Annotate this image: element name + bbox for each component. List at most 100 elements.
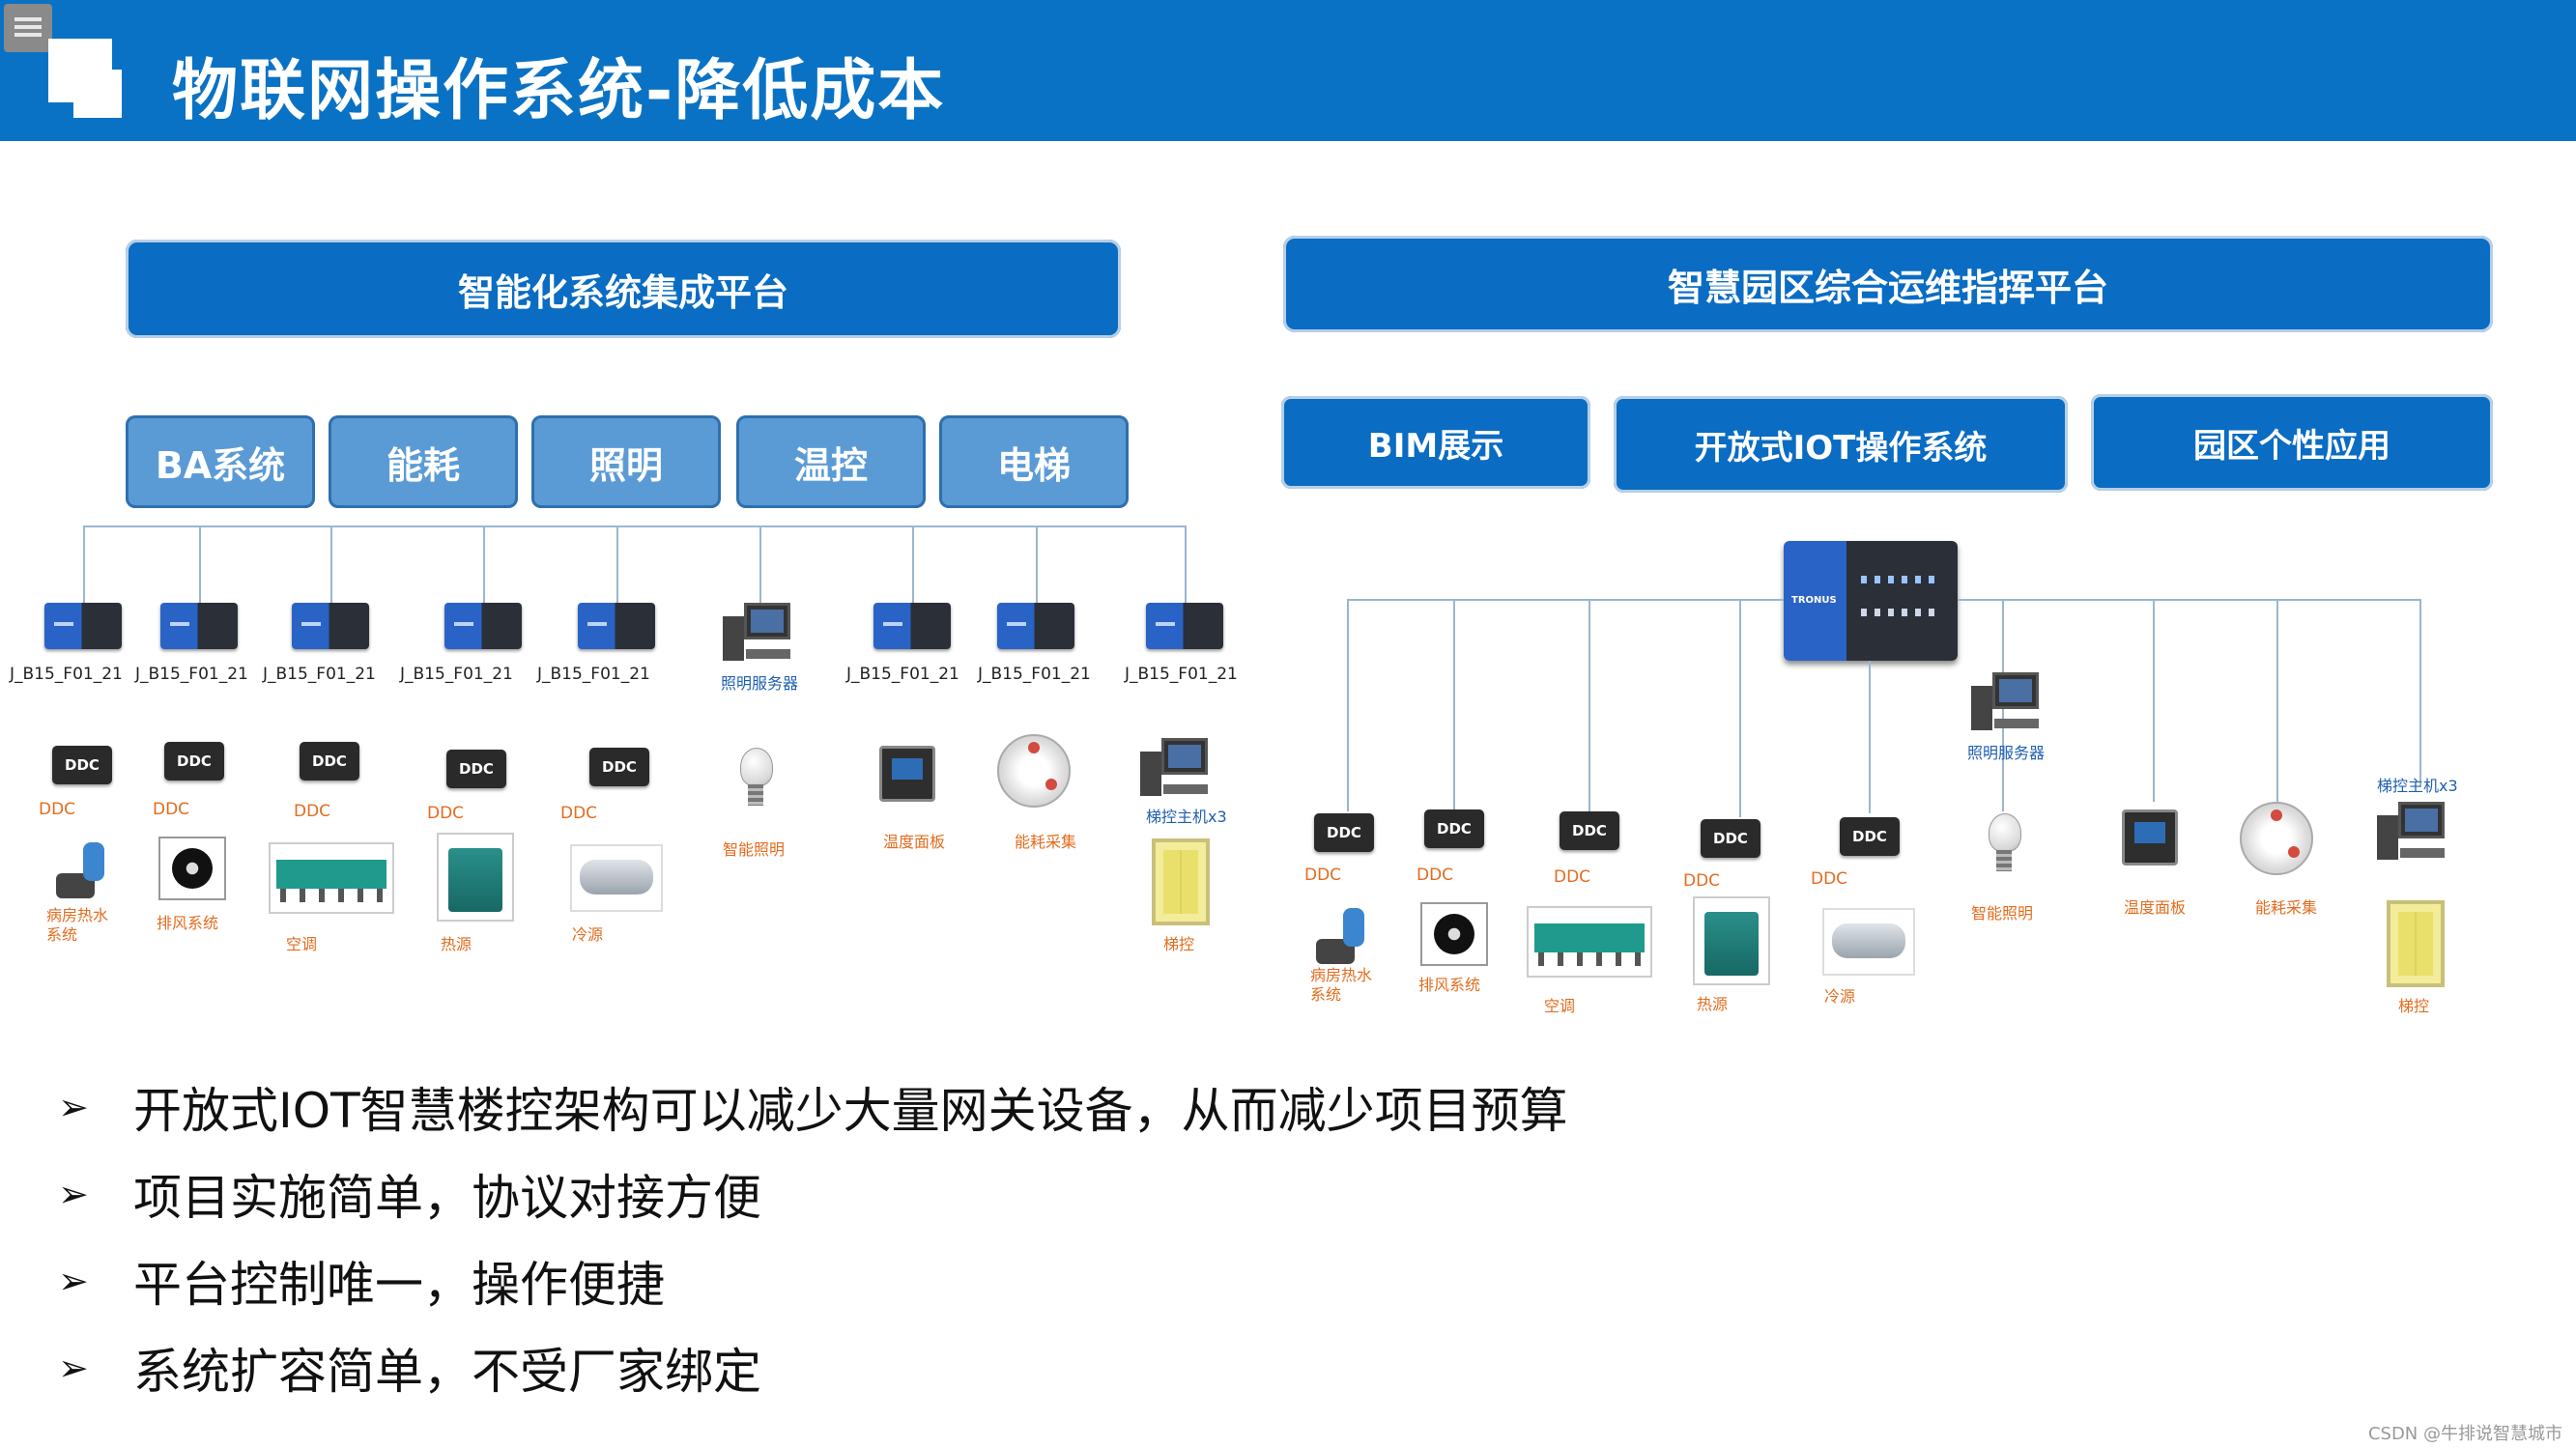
equipment-label: 空调 bbox=[286, 931, 317, 954]
cold-source-icon bbox=[570, 844, 663, 912]
gateway-brand: TRONUS bbox=[1791, 595, 1837, 606]
energy-meter-icon bbox=[2240, 802, 2313, 875]
gateway-label: J_B15_F01_21 bbox=[263, 665, 376, 684]
bullet-text: 平台控制唯一，操作便捷 bbox=[133, 1246, 665, 1316]
logo-square-icon bbox=[73, 70, 122, 118]
footer-credit: CSDN @牛排说智慧城市 bbox=[2368, 1420, 2562, 1445]
bullet-item: ➢ 开放式IOT智慧楼控架构可以减少大量网关设备，从而减少项目预算 bbox=[58, 1072, 1568, 1142]
subsystem-label: BA系统 bbox=[156, 436, 285, 489]
elevator-icon bbox=[1152, 838, 1210, 925]
ddc-chip-text: DDC bbox=[1437, 820, 1472, 838]
temperature-panel-icon bbox=[2122, 809, 2178, 866]
app-label: 开放式IOT操作系统 bbox=[1695, 421, 1988, 468]
gateway-label: J_B15_F01_21 bbox=[135, 665, 248, 684]
subsystem-label: 照明 bbox=[589, 436, 663, 489]
ddc-chip-text: DDC bbox=[177, 752, 212, 770]
ddc-controller: DDC bbox=[1840, 817, 1900, 856]
connector-line bbox=[1185, 525, 1187, 603]
ddc-label: DDC bbox=[294, 802, 330, 821]
ddc-label: DDC bbox=[427, 804, 464, 823]
connector-line bbox=[199, 525, 201, 603]
ddc-chip-text: DDC bbox=[1852, 828, 1887, 845]
energy-collect-label: 能耗采集 bbox=[2255, 894, 2317, 918]
heat-source-icon bbox=[437, 833, 514, 922]
left-platform-label: 智能化系统集成平台 bbox=[458, 263, 788, 316]
ddc-label: DDC bbox=[1417, 866, 1453, 885]
ddc-chip-text: DDC bbox=[1572, 822, 1607, 839]
connector-line bbox=[483, 525, 485, 603]
subsystem-elevator: 电梯 bbox=[939, 415, 1129, 508]
gateway-device bbox=[444, 603, 522, 649]
elevator-icon bbox=[2387, 900, 2445, 987]
ddc-controller: DDC bbox=[164, 742, 224, 781]
ddc-controller: DDC bbox=[300, 742, 359, 781]
left-bus-line bbox=[83, 525, 1187, 527]
connector-line bbox=[1869, 661, 1871, 813]
elevator-host-icon bbox=[2377, 802, 2445, 860]
gateway-device bbox=[160, 603, 238, 649]
hot-water-pump-icon bbox=[1316, 908, 1370, 968]
comment-icon[interactable] bbox=[4, 4, 52, 52]
right-bus-line bbox=[1347, 599, 1784, 601]
elevator-host-icon bbox=[1140, 738, 1208, 796]
gateway-device bbox=[997, 603, 1074, 649]
app-iot-os: 开放式IOT操作系统 bbox=[1614, 396, 2068, 493]
ddc-label: DDC bbox=[153, 800, 189, 819]
hot-water-pump-icon bbox=[56, 842, 110, 902]
gateway-label: J_B15_F01_21 bbox=[400, 665, 513, 684]
connector-line bbox=[330, 525, 332, 603]
ddc-controller: DDC bbox=[446, 750, 506, 788]
connector-line bbox=[2419, 599, 2421, 786]
equipment-label: 热源 bbox=[1697, 991, 1728, 1014]
ddc-controller: DDC bbox=[52, 746, 112, 784]
ddc-label: DDC bbox=[560, 804, 597, 823]
ddc-chip-text: DDC bbox=[602, 758, 637, 776]
subsystem-energy: 能耗 bbox=[329, 415, 518, 508]
air-conditioner-icon bbox=[1527, 906, 1652, 978]
subsystem-label: 电梯 bbox=[997, 436, 1071, 489]
gateway-label: J_B15_F01_21 bbox=[537, 665, 650, 684]
ddc-chip-text: DDC bbox=[1713, 830, 1748, 847]
equipment-label: 冷源 bbox=[572, 922, 603, 945]
app-custom: 园区个性应用 bbox=[2091, 394, 2493, 491]
cold-source-icon bbox=[1822, 908, 1915, 976]
lighting-server-label: 照明服务器 bbox=[721, 670, 798, 694]
equipment-label: 热源 bbox=[441, 931, 472, 954]
elevator-label: 梯控 bbox=[1163, 931, 1194, 954]
ddc-controller: DDC bbox=[1424, 809, 1484, 848]
connector-line bbox=[616, 525, 618, 603]
subsystem-label: 温控 bbox=[794, 436, 868, 489]
smart-lighting-icon bbox=[736, 748, 775, 815]
lighting-server-icon bbox=[723, 603, 790, 661]
iot-gateway-device: TRONUS bbox=[1784, 541, 1958, 661]
right-platform-box: 智慧园区综合运维指挥平台 bbox=[1283, 236, 2493, 332]
equipment-label: 排风系统 bbox=[157, 910, 218, 933]
temperature-panel-label: 温度面板 bbox=[2124, 894, 2186, 918]
bullet-item: ➢ 项目实施简单，协议对接方便 bbox=[58, 1159, 761, 1229]
bullet-arrow-icon: ➢ bbox=[58, 1347, 133, 1389]
connector-line bbox=[759, 525, 761, 603]
left-platform-box: 智能化系统集成平台 bbox=[126, 240, 1121, 338]
gateway-label: J_B15_F01_21 bbox=[846, 665, 959, 684]
smart-lighting-label: 智能照明 bbox=[723, 837, 785, 860]
subsystem-temp: 温控 bbox=[736, 415, 926, 508]
ddc-label: DDC bbox=[1683, 871, 1720, 891]
ddc-chip-text: DDC bbox=[1327, 824, 1361, 841]
bullet-arrow-icon: ➢ bbox=[58, 1260, 133, 1302]
ddc-controller: DDC bbox=[589, 748, 649, 786]
connector-line bbox=[912, 525, 914, 603]
equipment-label: 病房热水系统 bbox=[46, 906, 114, 945]
right-bus-line bbox=[1958, 599, 2419, 601]
ddc-label: DDC bbox=[1304, 866, 1341, 885]
gateway-device bbox=[873, 603, 951, 649]
gateway-device bbox=[292, 603, 369, 649]
ddc-controller: DDC bbox=[1701, 819, 1760, 858]
gateway-label: J_B15_F01_21 bbox=[978, 665, 1091, 684]
ddc-chip-text: DDC bbox=[312, 752, 347, 770]
connector-line bbox=[2276, 599, 2278, 802]
bullet-text: 开放式IOT智慧楼控架构可以减少大量网关设备，从而减少项目预算 bbox=[133, 1072, 1568, 1142]
connector-line bbox=[1453, 599, 1455, 811]
elevator-host-label: 梯控主机x3 bbox=[1146, 804, 1227, 827]
lighting-server-label: 照明服务器 bbox=[1967, 740, 2045, 763]
bullet-text: 项目实施简单，协议对接方便 bbox=[133, 1159, 761, 1229]
